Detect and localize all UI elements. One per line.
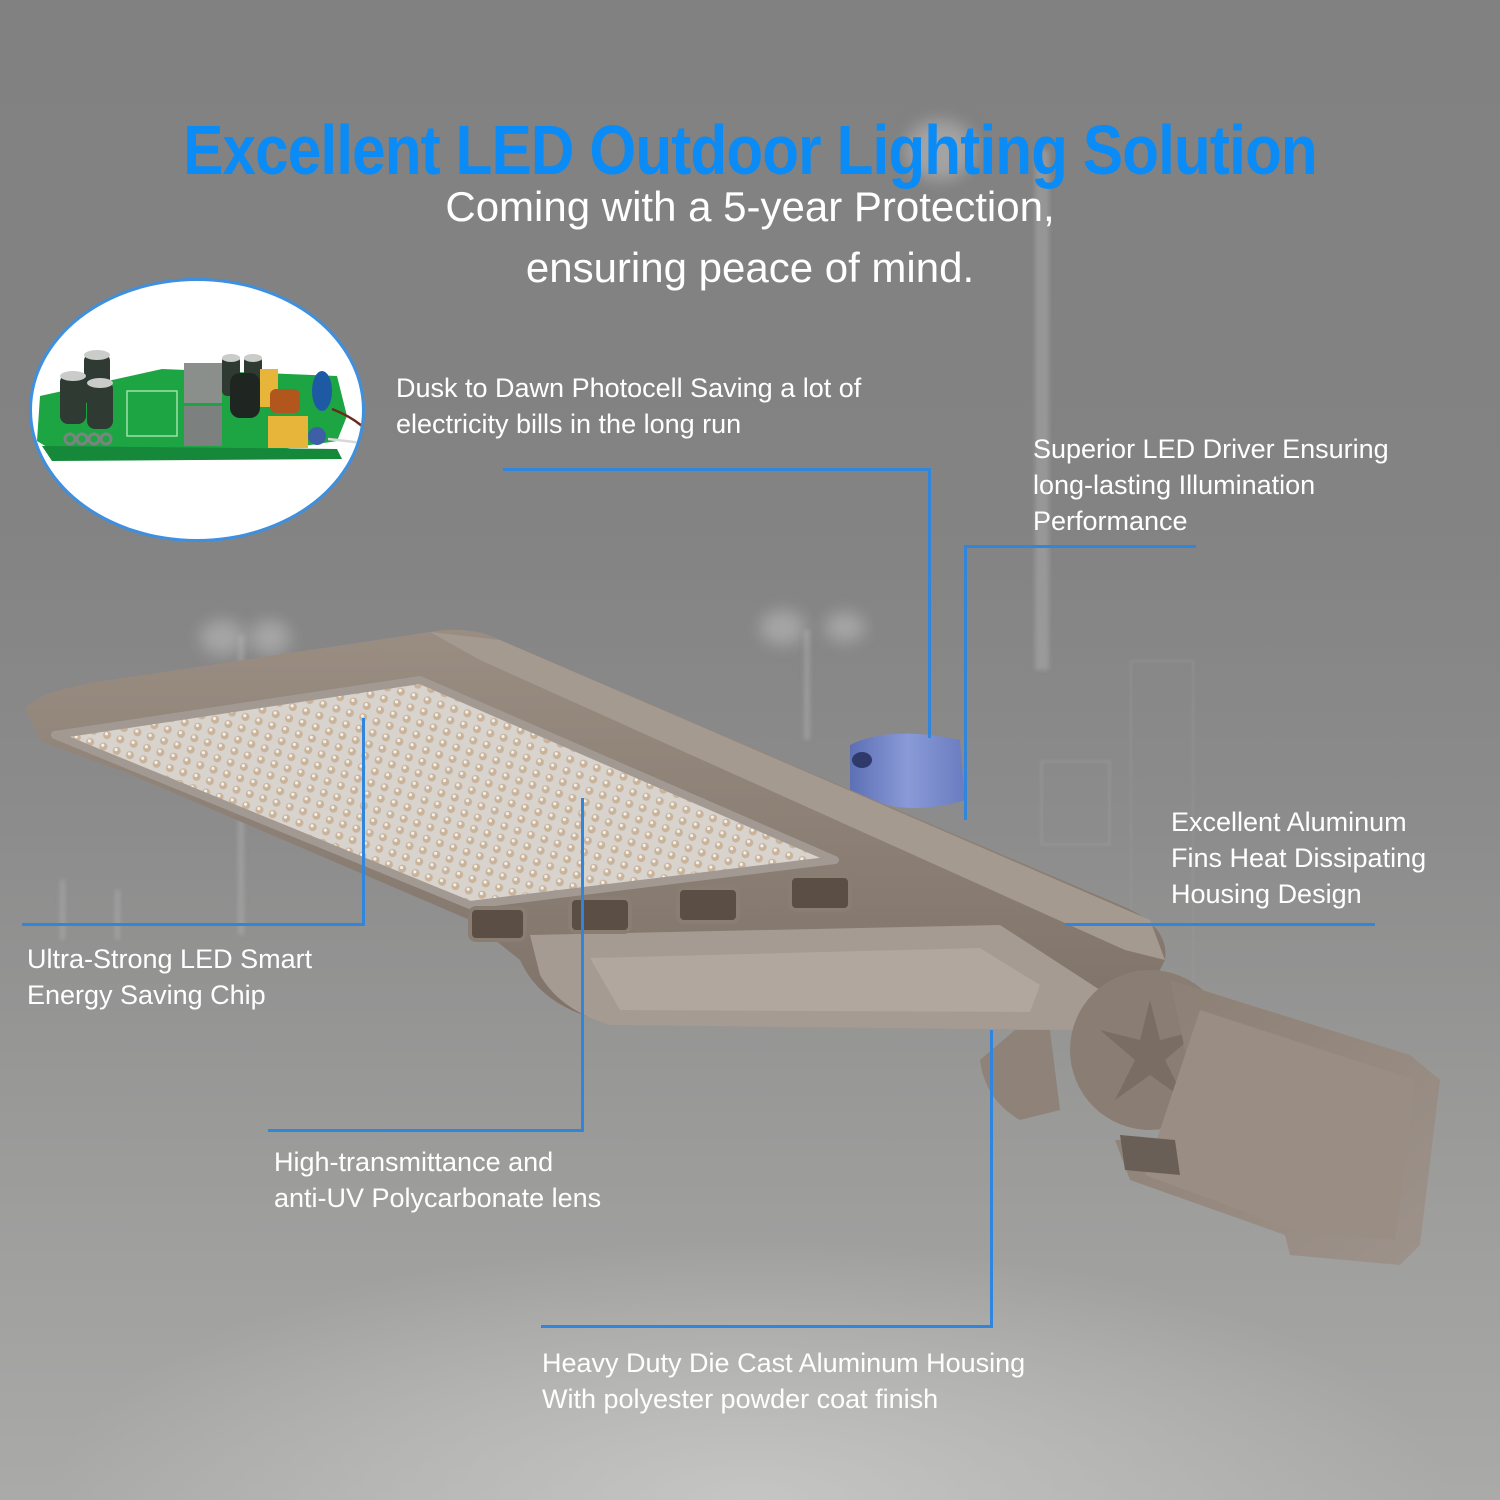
callout-driver-line-2: long-lasting Illumination: [1033, 470, 1316, 500]
subtitle-line-2: ensuring peace of mind.: [525, 244, 975, 291]
callout-fins-line-3: Housing Design: [1171, 879, 1362, 909]
callout-housing-line-2: With polyester powder coat finish: [542, 1384, 939, 1414]
callout-photocell-line-2: electricity bills in the long run: [396, 409, 742, 439]
callout-lens-line-1: High-transmittance and: [274, 1147, 554, 1177]
photocell-sensor: [850, 733, 965, 808]
circuit-board-illustration: [37, 350, 362, 461]
callout-chip-line-1: Ultra-Strong LED Smart: [27, 944, 313, 974]
callout-photocell-line-1: Dusk to Dawn Photocell Saving a lot of: [396, 373, 862, 403]
housing-callout-line-v: [990, 1030, 993, 1328]
callout-chip-line-2: Energy Saving Chip: [27, 980, 266, 1010]
fins-callout-line: [1065, 923, 1375, 926]
housing-callout-line-h: [541, 1325, 993, 1328]
driver-callout-line-h: [964, 545, 1196, 548]
callout-lens-line-2: anti-UV Polycarbonate lens: [274, 1183, 602, 1213]
warranty-subtitle: Coming with a 5-year Protection, ensurin…: [0, 176, 1500, 298]
chip-callout-line-h: [22, 923, 365, 926]
slip-fitter-bracket: [980, 970, 1440, 1265]
callout-housing: Heavy Duty Die Cast Aluminum Housing Wit…: [542, 1345, 1025, 1417]
callout-fins-line-2: Fins Heat Dissipating: [1171, 843, 1427, 873]
callout-fins: Excellent Aluminum Fins Heat Dissipating…: [1171, 804, 1426, 912]
photocell-callout-line-v: [928, 468, 931, 738]
callout-lens: High-transmittance and anti-UV Polycarbo…: [274, 1144, 601, 1216]
callout-chip: Ultra-Strong LED Smart Energy Saving Chi…: [27, 941, 312, 1013]
subtitle-line-1: Coming with a 5-year Protection,: [445, 183, 1055, 230]
lens-callout-line-h: [268, 1129, 584, 1132]
callout-driver: Superior LED Driver Ensuring long-lastin…: [1033, 431, 1389, 539]
lens-callout-line-v: [581, 798, 584, 1132]
callout-fins-line-1: Excellent Aluminum: [1171, 807, 1407, 837]
callout-driver-line-3: Performance: [1033, 506, 1188, 536]
photocell-callout-line-h: [503, 468, 931, 471]
led-driver-inset: [29, 278, 365, 542]
driver-callout-line-v: [964, 545, 967, 820]
chip-callout-line-v: [362, 718, 365, 926]
page-title: Excellent LED Outdoor Lighting Solution: [183, 110, 1317, 189]
callout-driver-line-1: Superior LED Driver Ensuring: [1033, 434, 1389, 464]
callout-photocell: Dusk to Dawn Photocell Saving a lot of e…: [396, 370, 861, 442]
callout-housing-line-1: Heavy Duty Die Cast Aluminum Housing: [542, 1348, 1026, 1378]
